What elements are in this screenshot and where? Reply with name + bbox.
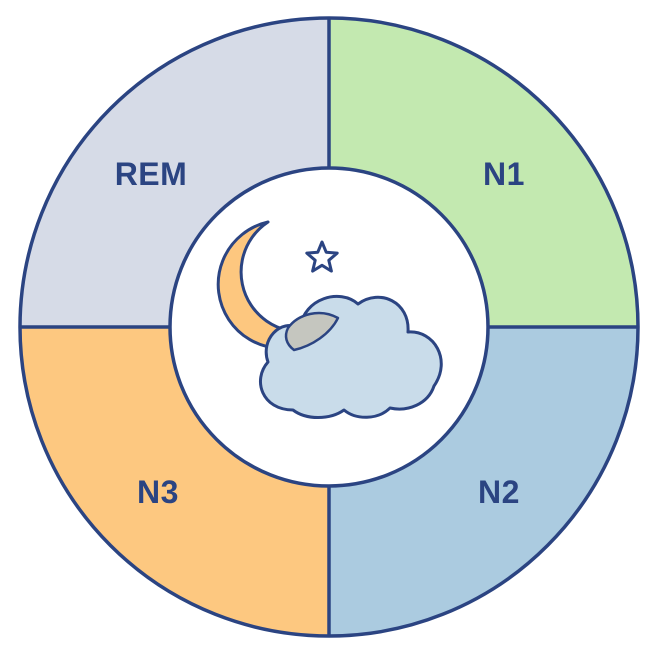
star-icon [305, 240, 339, 273]
cloud-icon [258, 294, 443, 419]
label-n1: N1 [483, 156, 525, 192]
label-n2: N2 [478, 474, 520, 510]
segment-labels: N1 N2 N3 REM [115, 156, 525, 510]
outer-ring [18, 16, 640, 638]
label-n3: N3 [137, 474, 179, 510]
label-rem: REM [115, 156, 188, 192]
